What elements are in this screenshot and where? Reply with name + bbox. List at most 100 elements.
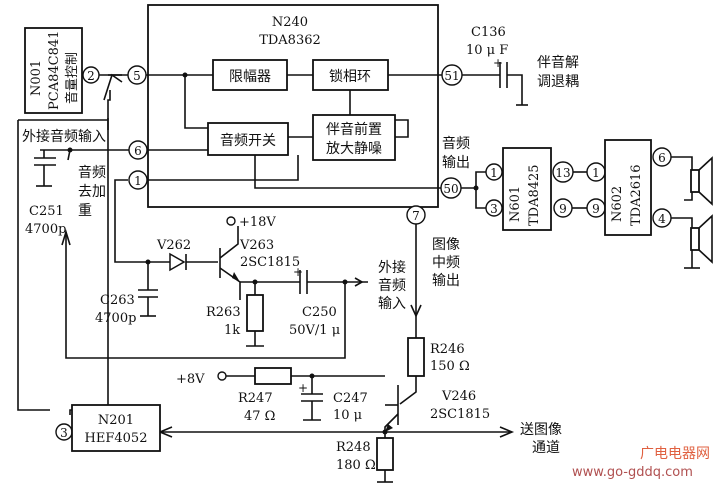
block-limiter (212, 59, 288, 91)
label-to-video-1: 送图像 (520, 422, 562, 438)
r248 (376, 437, 394, 471)
label-ext-in2-1: 外接 (378, 259, 406, 276)
deemphasis-network: C263 4700p V262 (95, 179, 218, 326)
chip-n201: 3 N201 HEF4052 (55, 404, 161, 452)
c136-decoupling: + C136 10 μ F 伴音解 调退耦 (462, 25, 579, 106)
label-if-out-2: 中频 (432, 255, 460, 271)
r248-ref: R248 (336, 440, 371, 455)
chip-n201-body (71, 404, 161, 452)
rail-plus8: +8V (176, 372, 205, 387)
r246-ref: R246 (430, 342, 465, 357)
pin-n240-1-label: 1 (134, 174, 142, 188)
chip-n602-body (604, 139, 652, 236)
chip-n201-part: HEF4052 (85, 431, 148, 446)
chip-n240-body (147, 4, 439, 208)
chip-n601-part: TDA8425 (527, 164, 542, 226)
v246-part: 2SC1815 (430, 407, 490, 422)
pin-n602-9-label: 9 (592, 202, 600, 216)
svg-text:+: + (293, 265, 303, 279)
label-ext-audio-in: 外接音频输入 (22, 128, 106, 145)
label-deemph-2: 去加 (78, 184, 106, 200)
pin-n240-51-label: 51 (444, 69, 459, 83)
block-pll-label: 锁相环 (329, 69, 371, 85)
block-audio-switch-label: 音频开关 (220, 132, 276, 149)
speaker-left-icon (671, 156, 713, 206)
label-deemph-3: 重 (78, 203, 92, 219)
r246 (407, 337, 425, 377)
speaker-right-icon (671, 214, 713, 269)
pin-n602-4-label: 4 (658, 212, 666, 226)
pin-n240-6-label: 6 (134, 144, 142, 158)
wire-far-left (17, 120, 50, 411)
r246-value: 150 Ω (430, 359, 470, 374)
c250-value: 50V/1 μ (289, 323, 340, 338)
pin-n601-13-label: 13 (555, 166, 570, 180)
wire-loop-arrow (61, 229, 71, 246)
v263-part: 2SC1815 (240, 255, 300, 270)
v263-ref: V263 (239, 238, 274, 253)
watermark-logo-text: 广电电器网 (640, 446, 710, 462)
chip-n240-ref: N240 (272, 15, 308, 30)
label-deemph-1: 音频 (78, 164, 106, 181)
pin-n601-1 (485, 163, 503, 181)
c250-coupling: + C250 50V/1 μ 外接 音频 输入 (289, 259, 406, 338)
label-if-out-3: 输出 (432, 273, 460, 289)
pin-n240-7-label: 7 (412, 209, 420, 223)
chip-n602-ref: N602 (610, 186, 625, 222)
ext-audio-input-left: 外接音频输入 C251 4700p (22, 128, 129, 237)
label-audio-out-1: 音频 (442, 135, 470, 152)
c263-value: 4700p (95, 311, 136, 326)
chip-n001-function: 音量控制 (64, 52, 80, 104)
pin-n601-1-label: 1 (490, 166, 498, 180)
svg-text:+: + (493, 56, 503, 70)
svg-text:+: + (298, 381, 308, 395)
label-decouple-1: 伴音解 (537, 54, 579, 71)
pin-n240-50-label: 50 (443, 182, 458, 196)
block-preamp-label-1: 伴音前置 (326, 121, 382, 138)
block-preamp-label-2: 放大静噪 (326, 141, 382, 157)
c251-value: 4700p (25, 222, 66, 237)
chip-n201-ref: N201 (98, 413, 134, 428)
chip-n001-body (24, 27, 83, 114)
block-audio-switch (207, 122, 289, 156)
pin-n601-3-label: 3 (490, 202, 498, 216)
chip-n601: 1 3 N601 TDA8425 13 9 (461, 147, 587, 231)
chip-n001-ref: N001 (29, 60, 44, 96)
pin-n601-3 (485, 199, 503, 217)
pin-n201-3-label: 3 (60, 426, 68, 440)
r263-ref: R263 (206, 305, 241, 320)
c263-ref: C263 (100, 293, 135, 308)
label-ext-in2-3: 输入 (378, 296, 406, 312)
n240-internal-wiring (146, 72, 442, 189)
c136-ref: C136 (471, 25, 506, 40)
chip-n602-part: TDA2616 (629, 164, 644, 226)
supply-plus8: +8V + R247 47 Ω C247 10 μ (176, 367, 385, 424)
c250-ref: C250 (302, 305, 337, 320)
emitter-output: R248 180 Ω 送图像 通道 (157, 422, 562, 483)
r247-ref: R247 (238, 391, 273, 406)
wire-left-bus (69, 90, 111, 415)
r263 (246, 294, 264, 332)
transistor-v263: +18V V263 2SC1815 R263 1k (206, 215, 300, 347)
pin-n601-9-label: 9 (559, 202, 567, 216)
watermark-url: www.go-gddq.com (572, 465, 693, 480)
wire-vol-bend (103, 73, 123, 101)
chip-n001: N001 PCA84C841 音量控制 (24, 27, 83, 114)
chip-n001-part: PCA84C841 (47, 31, 62, 110)
wire-loop-c250 (65, 232, 346, 359)
c251-ref: C251 (29, 204, 64, 219)
c136-value: 10 μ F (466, 43, 508, 58)
c247-ref: C247 (333, 391, 368, 406)
label-audio-out-2: 输出 (442, 155, 470, 171)
chip-n240: N240 TDA8362 限幅器 锁相环 音频开关 伴音前置 放大静噪 (147, 4, 439, 208)
pin-n001-2-label: 2 (87, 69, 95, 83)
block-preamp-mute (312, 114, 396, 161)
v246-ref: V246 (441, 389, 476, 404)
v262-ref: V262 (156, 238, 191, 253)
pin-n602-1-label: 1 (592, 166, 600, 180)
label-to-video-2: 通道 (532, 440, 560, 456)
rail-plus18: +18V (239, 215, 276, 230)
r248-value: 180 Ω (336, 458, 376, 473)
pin-n602-6-label: 6 (658, 151, 666, 165)
